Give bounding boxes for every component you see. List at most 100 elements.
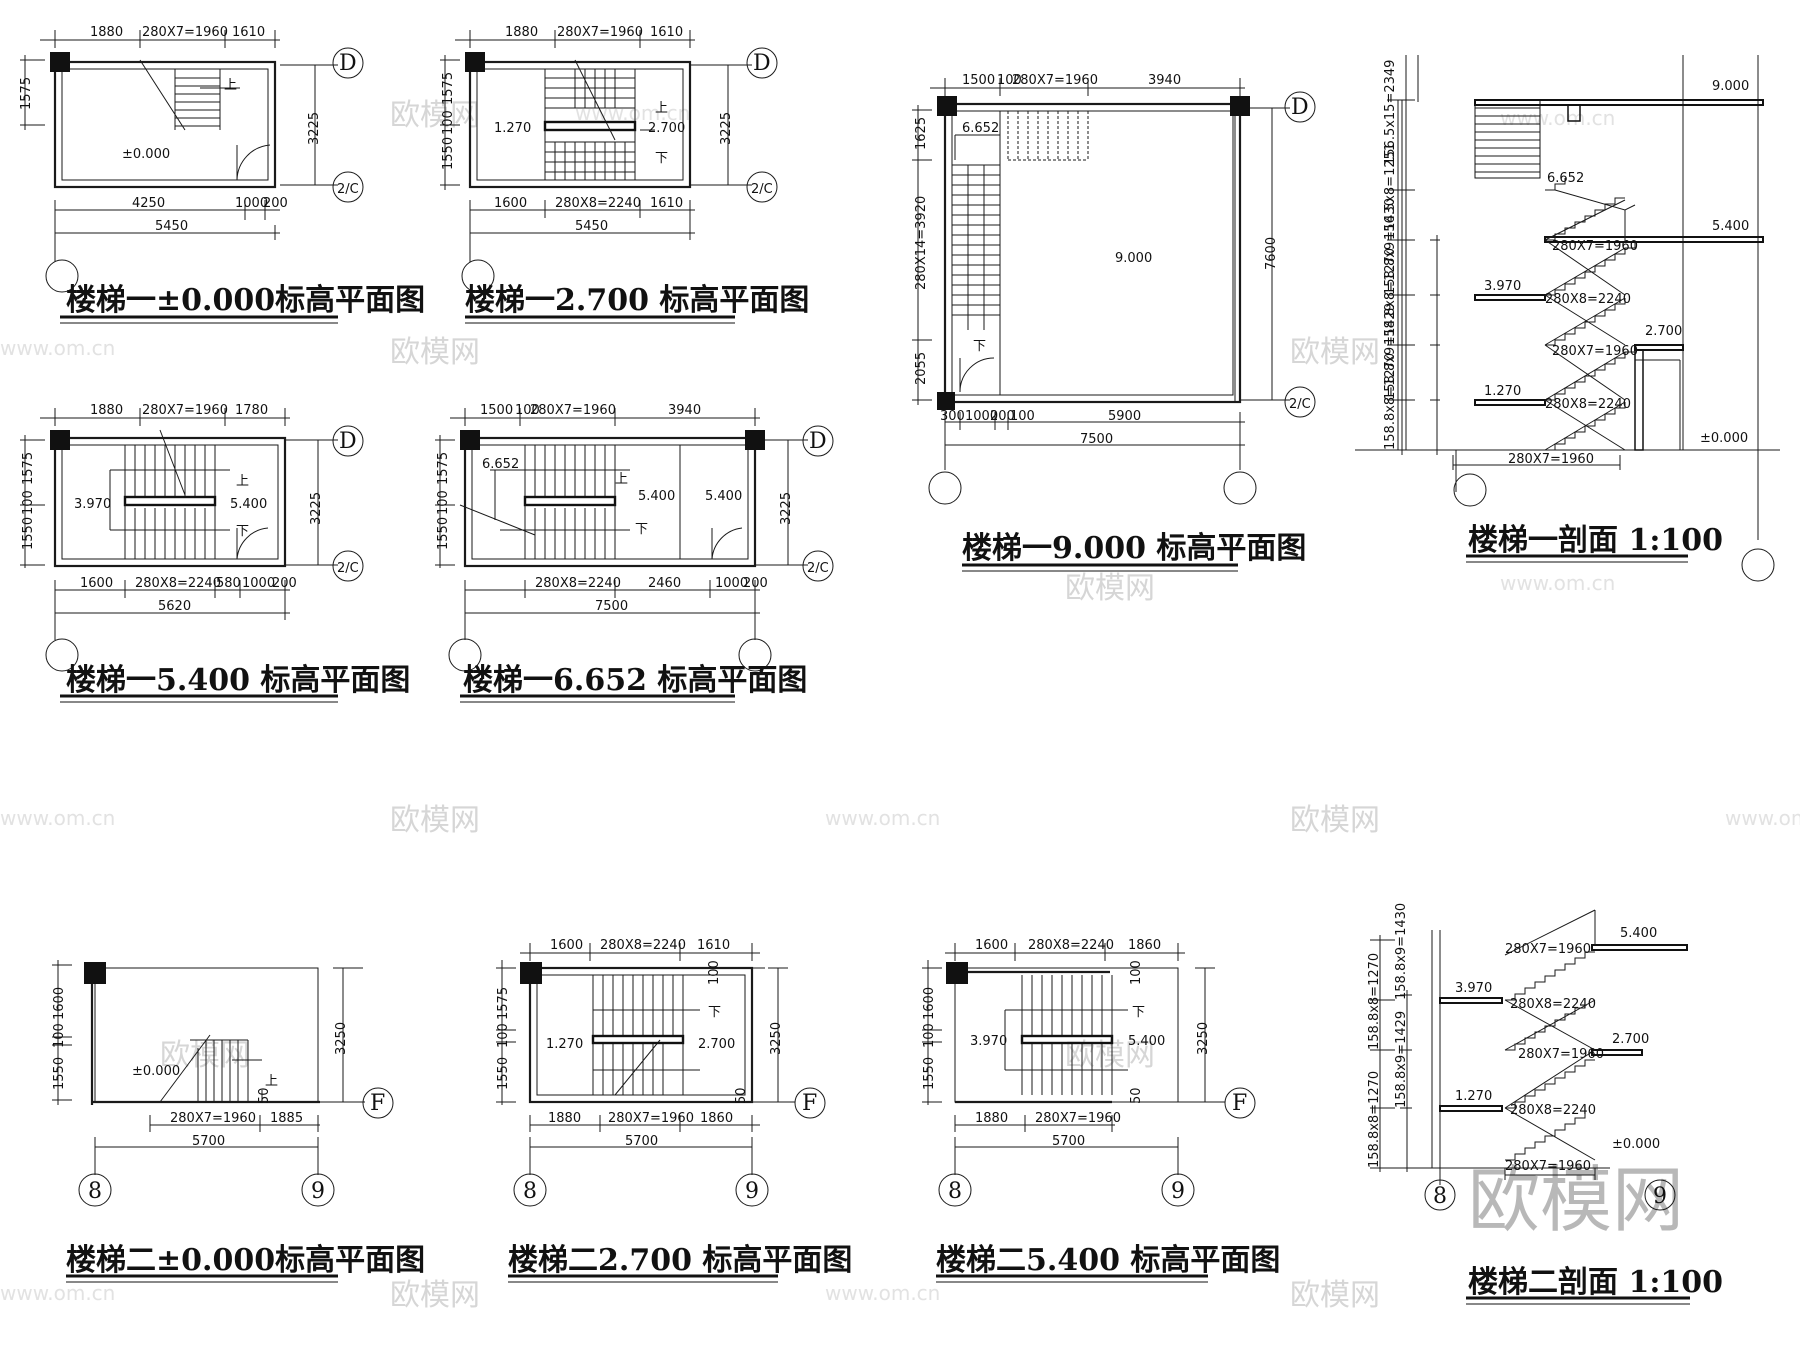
dim-label: 100 [441,110,456,135]
elevation-label: 1.270 [494,121,531,136]
dim-label: 280X7=1960 [1518,1047,1604,1062]
grid-bubble-label: 9 [1171,1179,1185,1204]
dim-label: 1600 [975,938,1008,953]
drawing-title: 楼梯一6.652 标高平面图 [463,663,807,698]
stair-direction-label: 下 [236,524,249,539]
elevation-label: 3.970 [74,497,111,512]
elevation-label: 9.000 [1115,251,1152,266]
elevation-label: ±0.000 [132,1064,180,1079]
watermark-brand: 欧模网 [390,335,480,370]
grid-bubble-label: 8 [948,1179,962,1204]
watermark-brand: 欧模网 [1290,1278,1380,1313]
dim-label: 1500 [962,73,995,88]
dim-label: 1860 [700,1111,733,1126]
elevation-label: 3.970 [1484,279,1521,294]
elevation-label: 6.652 [962,121,999,136]
watermark-url: www.om.cn [0,806,115,830]
plan-stair1-5400: 1880 280X7=1960 1780 1575 100 1550 3225 … [20,403,410,703]
drawing-title: 楼梯二2.700 标高平面图 [508,1243,852,1278]
dim-label: 50 [1129,1087,1144,1104]
dim-label: 7500 [595,599,628,614]
dim-label: 50 [734,1087,749,1104]
elevation-label: 6.652 [1547,171,1584,186]
dim-label: 200 [990,409,1015,424]
watermark-brand: 欧模网 [390,1278,480,1313]
grid-bubble-label: 8 [1433,1184,1447,1209]
watermark-brand: 欧模网 [1290,335,1380,370]
elevation-label: 5.400 [638,489,675,504]
dim-label: 280X8=2240 [555,196,641,211]
dim-label: 2460 [648,576,681,591]
grid-bubble-label: D [339,429,357,454]
dim-label: 280X7=1960 [170,1111,256,1126]
elevation-label: 2.700 [1612,1032,1649,1047]
drawing-title: 楼梯一2.700 标高平面图 [465,283,809,318]
elevation-label: 1.270 [1455,1089,1492,1104]
dim-label: 158.8x9=1430 [1383,198,1398,295]
watermark-url: www.om.cn [0,1281,115,1305]
plan-stair1-2700: 1880 280X7=1960 1610 1575 100 1550 3225 … [440,25,809,324]
dim-label: 280X7=1960 [530,403,616,418]
dim-label: 1500 [480,403,513,418]
dim-label: 100 [52,1023,67,1048]
watermark-url: www.om.cn [1500,106,1615,130]
grid-bubble-label: 9 [311,1179,325,1204]
dim-label: 2055 [914,352,929,385]
dim-label: 280X14=3920 [914,196,929,290]
dim-label: 280X7=1960 [1505,942,1591,957]
dim-label: 1880 [505,25,538,40]
dim-label: 200 [743,576,768,591]
dim-label: 100 [1010,409,1035,424]
dim-label: 280X7=1960 [1012,73,1098,88]
plan-stair1-6652: 1500 100 280X7=1960 3940 1575 100 1550 3… [435,403,834,703]
elevation-label: 2.700 [648,121,685,136]
dim-label: 156.5x15=2349 [1383,60,1398,165]
dim-label: 100 [496,1023,511,1048]
dim-label: 1600 [52,987,67,1020]
dim-label: 5900 [1108,409,1141,424]
dim-label: 5700 [192,1134,225,1149]
dim-label: 280X8=2240 [135,576,221,591]
dim-label: 1880 [548,1111,581,1126]
dim-label: 5450 [155,219,188,234]
stair-direction-label: 下 [635,522,648,537]
elevation-label: 6.652 [482,457,519,472]
dim-label: 5450 [575,219,608,234]
dim-label: 3225 [779,492,794,525]
stair-direction-label: 上 [265,1074,278,1089]
elevation-label: 1.270 [546,1037,583,1052]
dim-label: 1880 [975,1111,1008,1126]
elevation-label: 3.970 [1455,981,1492,996]
dim-label: 280X7=1960 [608,1111,694,1126]
plan-stair2-5400: 1600 280X8=2240 1860 1600 100 1550 3250 … [922,938,1280,1283]
elevation-label: 2.700 [1645,324,1682,339]
dim-label: 1880 [90,403,123,418]
drawing-title: 楼梯一±0.000标高平面图 [66,283,425,318]
dim-label: 1550 [21,517,36,550]
dim-label: 280X7=1960 [142,25,228,40]
grid-bubble-label: F [1232,1091,1247,1116]
dim-label: 280X8=2240 [535,576,621,591]
drawing-title: 楼梯二剖面 1:100 [1468,1265,1723,1300]
dim-label: 1860 [1128,938,1161,953]
dim-label: 280X7=1960 [1035,1111,1121,1126]
stair-direction-label: 上 [615,472,628,487]
elevation-label: 1.270 [1484,384,1521,399]
stair-direction-label: 上 [655,101,668,116]
dim-label: 1000 [715,576,748,591]
grid-bubble-label: 8 [523,1179,537,1204]
dim-label: 100 [21,490,36,515]
dim-label: 1575 [496,987,511,1020]
dim-label: 200 [263,196,288,211]
watermark-url: www.om.cn [1500,571,1615,595]
dim-label: 1575 [21,452,36,485]
dim-label: 280X7=1960 [1505,1159,1591,1174]
plan-stair1-0000: 1880 280X7=1960 1610 1575 3225 4250 1000… [19,25,425,324]
elevation-label: 5.400 [705,489,742,504]
dim-label: 1610 [650,25,683,40]
dim-label: 1880 [90,25,123,40]
plan-stair2-2700: 1600 280X8=2240 1610 1575 100 1550 3250 … [496,938,852,1283]
grid-bubble-label: 2/C [807,561,829,576]
dim-label: 158.8x8=1270 [1383,353,1398,450]
